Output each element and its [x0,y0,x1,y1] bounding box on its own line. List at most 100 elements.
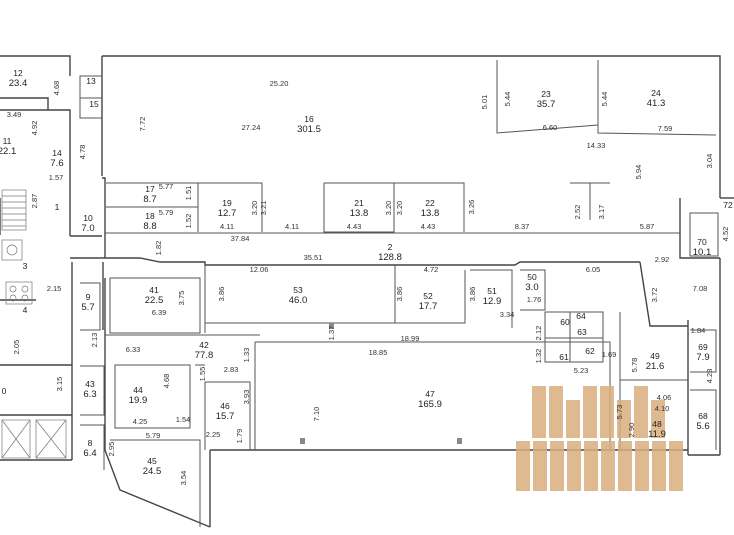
room-number-64: 64 [576,311,586,321]
room-area-46: 15.7 [216,411,235,422]
room-number-48: 48 [652,419,662,429]
room-number-17: 17 [145,184,155,194]
dimension-label: 3.21 [259,201,268,216]
room-area-49: 21.6 [646,361,665,372]
dimension-label: 5.73 [615,405,624,420]
room-area-2: 128.8 [378,252,402,263]
room-number-14: 14 [52,148,62,158]
room-number-53: 53 [293,285,303,295]
dimension-label: 1.79 [235,429,244,444]
room-area-70: 10.1 [693,247,712,258]
room-area-48: 11.9 [648,429,666,440]
room-number-12: 12 [13,68,23,78]
dimension-label: 6.39 [152,308,167,317]
dimension-label: 2.52 [573,205,582,220]
walls [0,55,734,528]
dimension-label: 1.54 [176,415,191,424]
dimension-label: 5.87 [640,222,655,231]
dimension-label: 3.86 [395,287,404,302]
room-area-16: 301.5 [297,124,321,135]
dimension-label: 5.44 [503,92,512,107]
dimension-label: 35.51 [304,253,323,262]
room-number-9: 9 [86,292,91,302]
dimension-label: 3.17 [597,205,606,220]
dimension-label: 18.85 [369,348,388,357]
dimension-label: 2.15 [47,284,62,293]
room-number-3: 3 [23,261,28,271]
room-number-70: 70 [697,237,707,247]
room-number-19: 19 [222,198,232,208]
room-area-24: 41.3 [647,98,666,109]
dimension-label: 2.25 [206,430,221,439]
dimension-label: 3.72 [650,288,659,303]
dimension-label: 4.11 [220,222,234,231]
dimension-label: 37.84 [231,234,250,243]
dimension-label: 5.44 [600,92,609,107]
dimension-label: 3.75 [177,291,186,306]
room-number-68: 68 [698,411,708,421]
dimension-label: 1.55 [198,367,207,382]
dimension-label: 1.76 [527,295,542,304]
dimension-label: 4.78 [78,145,87,160]
dimension-label: 1.84 [691,326,706,335]
room-area-22: 13.8 [421,208,440,219]
room-number-23: 23 [541,89,551,99]
room-number-72: 72 [723,200,733,210]
dimension-label: 2.87 [30,194,39,209]
dimension-label: 3.20 [250,201,259,216]
dimension-label: 4.43 [421,222,436,231]
room-area-18: 8.8 [143,221,156,232]
room-number-42: 42 [199,340,209,350]
room-area-41: 22.5 [145,295,164,306]
dimension-label: 4.11 [285,222,299,231]
dimension-label: 5.77 [159,182,174,191]
room-number-43: 43 [85,379,95,389]
room-number-45: 45 [147,456,157,466]
room-number-11: 11 [3,136,12,146]
dimension-label: 2.95 [107,442,116,457]
partitions [79,60,719,527]
room-number-24: 24 [651,88,661,98]
stairs [1,189,33,305]
dimension-label: 4.68 [162,374,171,389]
dimension-label: 8.37 [515,222,530,231]
dimension-label: 1.52 [184,214,193,229]
room-number-18: 18 [145,211,155,221]
room-area-53: 46.0 [289,295,308,306]
room-area-12: 23.4 [9,78,28,89]
dimension-label: 1.69 [602,350,617,359]
room-number-0: 0 [2,386,7,396]
dimension-label: 7.72 [138,117,147,132]
room-area-44: 19.9 [129,395,148,406]
dimension-label: 6.33 [126,345,141,354]
dimension-label: 4.28 [705,369,714,384]
room-area-51: 12.9 [483,296,502,307]
elevator-shafts [1,419,67,459]
room-area-68: 5.6 [696,421,709,432]
room-number-41: 41 [149,285,159,295]
dimension-label: 3.86 [468,287,477,302]
dimension-label: 5.23 [574,366,589,375]
dimension-label: 3.20 [395,201,404,216]
dimension-label: 3.86 [217,287,226,302]
room-number-51: 51 [487,286,497,296]
room-area-43: 6.3 [83,389,96,400]
dimension-label: 7.08 [693,284,708,293]
dimension-label: 18.99 [401,334,420,343]
room-number-49: 49 [650,351,660,361]
room-number-46: 46 [220,401,230,411]
room-number-44: 44 [133,385,143,395]
dimension-label: 5.78 [630,358,639,373]
dimension-label: 27.24 [242,123,261,132]
dimension-label: 6.05 [586,265,601,274]
room-number-13: 13 [86,76,96,86]
dimension-label: 3.15 [55,377,64,392]
dimension-label: 3.54 [179,471,188,486]
room-number-22: 22 [425,198,435,208]
room-number-50: 50 [527,272,537,282]
dimension-label: 4.52 [721,227,730,242]
dimension-label: 1.57 [49,173,64,182]
